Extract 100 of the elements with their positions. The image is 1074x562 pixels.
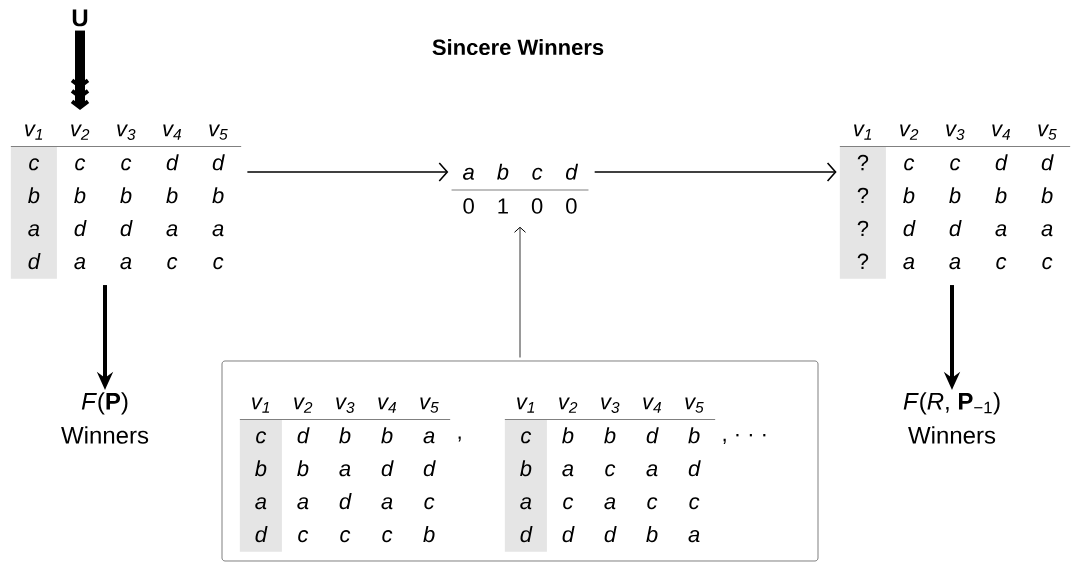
node-label: d: [339, 493, 352, 510]
result-label: F(R, P$_{−1}$) Winners: [903, 392, 1000, 444]
ranking-table: v$_{1}$ v$_{2}$ v$_{3}$ v$_{4}$ v$_{5}$ c b b d b b a c a d a c a c c d d d b a: [504, 397, 716, 552]
node-label: b: [255, 460, 267, 477]
node-label: b: [339, 427, 351, 444]
result-label: F(P) Winners: [61, 392, 149, 444]
title: Sincere Winners: [432, 38, 604, 56]
node-label: d: [297, 427, 310, 444]
node-label: d: [212, 154, 225, 171]
node-label: c: [298, 530, 309, 543]
node-label: a: [604, 497, 616, 510]
node-label: b: [166, 187, 178, 204]
node-label: d: [74, 220, 87, 237]
node-label: a: [297, 497, 309, 510]
node-label: c: [689, 497, 700, 510]
node-label: c: [1042, 257, 1053, 270]
node-label: v$_{3}$: [946, 124, 965, 140]
ranking-table: v$_{1}$ v$_{2}$ v$_{3}$ v$_{4}$ v$_{5}$ ? c c d d ? b b b b ? d d a a ? a a c c: [839, 124, 1071, 279]
node-label: v$_{1}$: [25, 124, 43, 140]
node-label: a: [562, 464, 574, 477]
node-label: b: [297, 460, 309, 477]
node-label: c: [213, 257, 224, 270]
node-label: a: [688, 530, 700, 543]
marker-label: U: [72, 9, 88, 27]
node-label: c: [382, 530, 393, 543]
node-label: v$_{4}$: [992, 124, 1011, 140]
node-label: v$_{3}$: [601, 397, 620, 413]
node-label: b: [1041, 187, 1053, 204]
node-label: ?: [857, 154, 869, 171]
node-label: d: [562, 526, 575, 543]
node-label: d: [381, 460, 394, 477]
node-label: c: [167, 257, 178, 270]
node-label: c: [605, 464, 616, 477]
node-label: d: [688, 460, 701, 477]
score-table: a b c d 0 1 0 0: [451, 163, 589, 214]
node-label: v$_{5}$: [420, 397, 439, 413]
node-label: d: [949, 220, 962, 237]
node-label: v$_{2}$: [71, 124, 90, 140]
node-label: b: [562, 427, 574, 444]
node-label: a: [423, 431, 435, 444]
node-label: b: [995, 187, 1007, 204]
node-label: b: [604, 427, 616, 444]
separator-text: , · · ·: [723, 434, 766, 444]
node-label: d: [604, 526, 617, 543]
node-label: b: [520, 460, 532, 477]
arrow: [514, 226, 526, 358]
node-label: c: [29, 158, 40, 171]
node-label: a: [339, 464, 351, 477]
node-label: v$_{5}$: [685, 397, 704, 413]
node-label: a: [903, 257, 915, 270]
node-label: b: [212, 187, 224, 204]
node-label: v$_{2}$: [559, 397, 578, 413]
arrow: [70, 30, 90, 110]
ranking-table: v$_{1}$ v$_{2}$ v$_{3}$ v$_{4}$ v$_{5}$ c c c d d b b b b b a d d a a d a a c c: [10, 124, 242, 279]
node-label: d: [423, 460, 436, 477]
node-label: a: [646, 464, 658, 477]
node-label: d: [903, 220, 916, 237]
node-label: ?: [857, 187, 869, 204]
node-label: c: [904, 158, 915, 171]
node-label: v$_{4}$: [163, 124, 182, 140]
node-label: v$_{3}$: [117, 124, 136, 140]
node-label: b: [120, 187, 132, 204]
node-label: c: [563, 497, 574, 510]
node-label: c: [256, 431, 267, 444]
arrow: [593, 162, 837, 182]
node-label: d: [28, 253, 41, 270]
node-label: c: [121, 158, 132, 171]
node-label: v$_{5}$: [1038, 124, 1057, 140]
node-label: b: [688, 427, 700, 444]
node-label: b: [423, 526, 435, 543]
node-label: d: [166, 154, 179, 171]
node-label: c: [521, 431, 532, 444]
node-label: v$_{1}$: [252, 397, 270, 413]
node-label: v$_{3}$: [336, 397, 355, 413]
arrow: [246, 162, 449, 182]
node-label: a: [166, 224, 178, 237]
node-label: c: [340, 530, 351, 543]
node-label: c: [996, 257, 1007, 270]
node-label: v$_{1}$: [854, 124, 872, 140]
node-label: a: [381, 497, 393, 510]
node-label: v$_{4}$: [643, 397, 662, 413]
node-label: b: [646, 526, 658, 543]
node-label: v$_{2}$: [294, 397, 313, 413]
node-label: v$_{1}$: [517, 397, 535, 413]
node-label: d: [520, 526, 533, 543]
node-label: a: [949, 257, 961, 270]
node-label: c: [75, 158, 86, 171]
panel-frame: [221, 360, 819, 562]
node-label: a: [120, 257, 132, 270]
node-label: a: [255, 497, 267, 510]
node-label: c: [424, 497, 435, 510]
node-label: b: [381, 427, 393, 444]
node-label: b: [28, 187, 40, 204]
node-label: b: [74, 187, 86, 204]
node-label: v$_{5}$: [209, 124, 228, 140]
ranking-table: v$_{1}$ v$_{2}$ v$_{3}$ v$_{4}$ v$_{5}$ c d b b a b b a d d a a d a c d c c c b: [239, 397, 451, 552]
node-label: a: [995, 224, 1007, 237]
node-label: ?: [857, 253, 869, 269]
node-label: a: [212, 224, 224, 237]
node-label: d: [646, 427, 659, 444]
